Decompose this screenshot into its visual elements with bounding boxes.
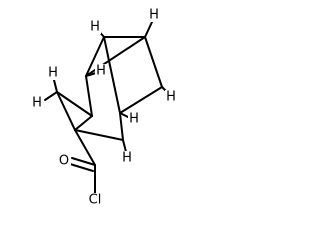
bond-h-left-top <box>53 79 58 93</box>
hydrogen-label: H <box>96 64 106 79</box>
double-bond-line-1 <box>71 157 96 166</box>
hydrogen-label: H <box>166 90 176 105</box>
hydrogen-label: H <box>122 151 132 166</box>
bond-h-bottom-right <box>122 139 127 153</box>
bond-left-ring-lower <box>56 91 76 131</box>
atom-labels: H H H H H H H H O Cl <box>31 8 177 208</box>
hydrogen-label: H <box>149 8 159 23</box>
bond-left-ring-upper <box>56 91 93 117</box>
bond-top-left <box>85 36 105 77</box>
bond-h-left <box>44 91 58 101</box>
bond-h-top-right <box>144 21 153 38</box>
hydrogen-bonds <box>44 21 169 153</box>
hydrogen-label: H <box>129 112 139 127</box>
bond-left-down <box>85 75 93 117</box>
bond-to-quaternary <box>74 115 93 131</box>
oxygen-label: O <box>59 154 69 169</box>
bond-h-inner <box>85 72 97 77</box>
hydrogen-label: H <box>48 66 58 81</box>
chlorine-label: Cl <box>89 193 102 208</box>
skeleton-bonds <box>56 36 163 166</box>
bond-bottom-right <box>119 112 124 141</box>
double-bond-line-2 <box>69 163 94 172</box>
carbonyl-double-bond <box>69 157 96 172</box>
bond-to-carbonyl <box>74 129 96 166</box>
bond-bottom-across <box>74 129 124 141</box>
hydrogen-label: H <box>90 20 100 35</box>
bond-right-upper <box>144 36 163 88</box>
bond-right-lower <box>119 86 163 114</box>
bond-diagonal-through <box>103 36 121 114</box>
hydrogen-label: H <box>32 96 42 111</box>
molecule-structure-diagram: H H H H H H H H O Cl <box>31 8 177 208</box>
